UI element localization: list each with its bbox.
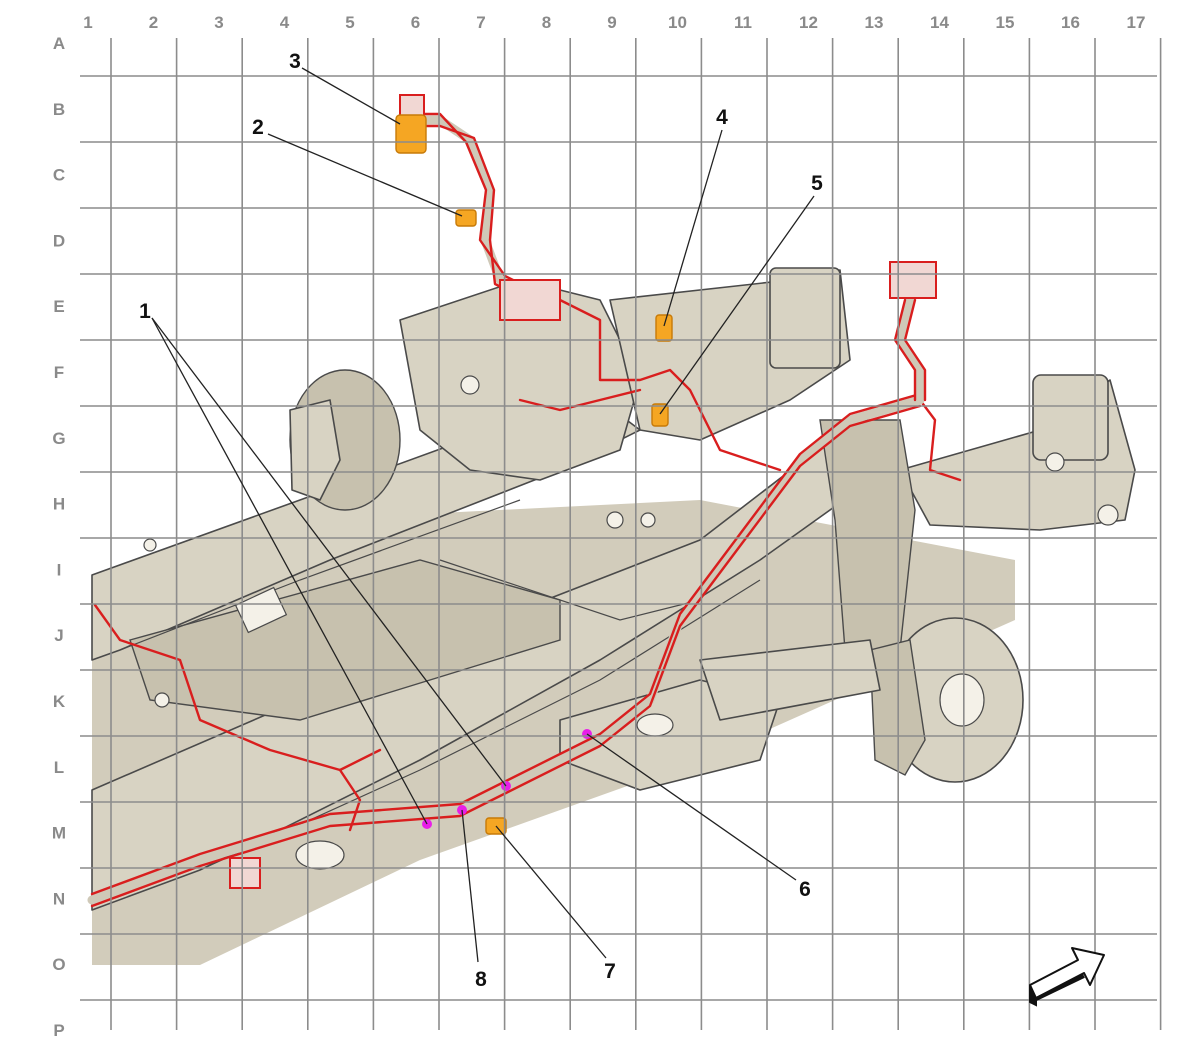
callout-3: 3	[289, 50, 301, 73]
lower-control-arm	[699, 639, 881, 721]
grid-column-label-3: 3	[214, 13, 223, 32]
leader-7	[495, 825, 607, 959]
right-hub	[939, 673, 985, 727]
front-direction-arrow-icon	[1029, 947, 1105, 1007]
grid-column-label-7: 7	[476, 13, 485, 32]
grid-row-label-N: N	[53, 889, 65, 908]
grid-column-label-6: 6	[411, 13, 420, 32]
grid-column-label-10: 10	[668, 13, 687, 32]
grid-row-label-K: K	[53, 692, 66, 711]
grid-column-label-4: 4	[280, 13, 290, 32]
connector-4[interactable]	[655, 314, 673, 342]
grid-row-label-F: F	[54, 363, 64, 382]
grid-row-label-H: H	[53, 495, 65, 514]
grid-row-label-J: J	[54, 626, 63, 645]
grid-column-label-9: 9	[607, 13, 616, 32]
connector-3[interactable]	[395, 114, 427, 154]
leader-1a	[151, 317, 428, 825]
grid-column-label-2: 2	[149, 13, 158, 32]
leader-6	[586, 733, 797, 881]
grid-column-label-14: 14	[930, 13, 949, 32]
leader-4	[663, 129, 723, 327]
leader-2	[267, 133, 463, 217]
frame-horn-bracket	[769, 267, 841, 369]
callout-5: 5	[811, 172, 823, 195]
grid-row-label-C: C	[53, 166, 65, 185]
callout-7: 7	[604, 960, 616, 983]
callout-1: 1	[139, 300, 151, 323]
callout-2: 2	[252, 116, 264, 139]
grid-column-label-15: 15	[996, 13, 1015, 32]
connector-5[interactable]	[651, 403, 669, 427]
grid-row-label-O: O	[52, 955, 65, 974]
reference-grid	[80, 38, 1162, 1030]
wiring-harness	[87, 94, 962, 908]
callout-4: 4	[716, 106, 728, 129]
grid-row-label-P: P	[53, 1021, 64, 1040]
callout-labels: 1 2 3 4 5 6 7 8	[139, 50, 823, 991]
left-caliper	[289, 399, 341, 501]
frame-tow-bracket	[1032, 374, 1109, 461]
grid-column-label-1: 1	[83, 13, 92, 32]
leader-1b	[151, 317, 507, 787]
grid-row-label-A: A	[53, 34, 65, 53]
grid-row-label-G: G	[52, 429, 65, 448]
grid-row-label-I: I	[57, 560, 62, 579]
grid-column-label-16: 16	[1061, 13, 1080, 32]
grid-column-label-12: 12	[799, 13, 818, 32]
connector-2[interactable]	[455, 209, 477, 227]
grid-column-label-17: 17	[1127, 13, 1146, 32]
grid-column-label-5: 5	[345, 13, 354, 32]
leader-5	[659, 195, 815, 415]
grid-row-label-M: M	[52, 824, 66, 843]
harness-connectors	[395, 114, 673, 835]
grid-row-label-B: B	[53, 100, 65, 119]
grid-column-label-8: 8	[542, 13, 551, 32]
callout-6: 6	[799, 878, 811, 901]
callout-8: 8	[475, 968, 487, 991]
grid-row-label-E: E	[53, 297, 64, 316]
grid-row-labels: A B C D E F G H I J K L M N O P	[52, 34, 66, 1040]
leader-3	[301, 67, 401, 125]
rear-crossmember	[129, 559, 561, 721]
callout-leaders	[151, 67, 815, 963]
grid-column-label-13: 13	[865, 13, 884, 32]
leader-8	[461, 809, 479, 963]
grid-column-label-11: 11	[734, 13, 752, 32]
grid-row-label-L: L	[54, 758, 64, 777]
chassis-illustration	[91, 267, 1136, 965]
grid-row-label-D: D	[53, 231, 65, 250]
